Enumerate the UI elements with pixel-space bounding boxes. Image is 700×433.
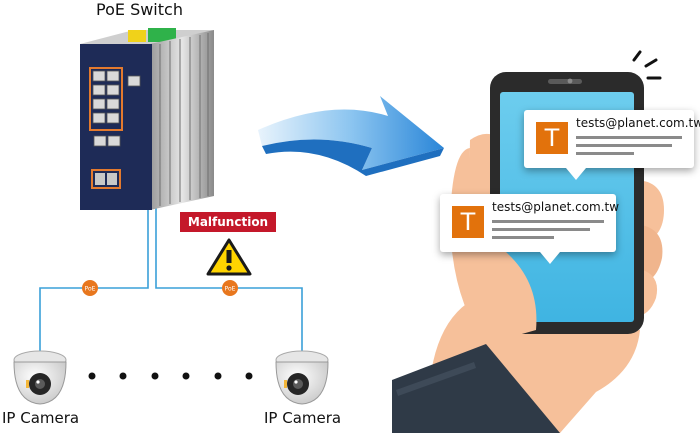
message-line xyxy=(576,152,634,155)
rj45-ports xyxy=(92,70,141,147)
poe-badge-text: PoE xyxy=(85,286,96,293)
bubble-tail xyxy=(540,252,560,264)
email-notification-bottom: T tests@planet.com.tw xyxy=(440,194,620,264)
poe-badge-left: PoE xyxy=(82,280,98,296)
warning-icon xyxy=(206,238,252,276)
ring-indicator xyxy=(632,50,662,80)
switch-top xyxy=(80,30,214,44)
avatar-tile: T xyxy=(452,206,484,238)
terminal-green xyxy=(148,28,176,42)
camera-label-right: IP Camera xyxy=(264,409,342,427)
ellipsis-dots xyxy=(88,372,253,380)
malfunction-label: Malfunction xyxy=(180,212,276,232)
sfp-port-group xyxy=(91,169,121,189)
diagram-title: PoE Switch xyxy=(96,0,183,19)
curved-arrow xyxy=(258,96,444,176)
message-line xyxy=(492,220,604,223)
terminal-yellow xyxy=(128,30,146,42)
message-line xyxy=(576,144,672,147)
poe-badge-text: PoE xyxy=(225,286,236,293)
message-line xyxy=(576,136,682,139)
email-notification-top: T tests@planet.com.tw xyxy=(524,110,700,180)
sfp-port xyxy=(107,173,117,185)
bubble-tail xyxy=(566,168,586,180)
message-line xyxy=(492,236,554,239)
sleeve xyxy=(392,344,560,433)
sfp-port xyxy=(95,173,105,185)
notification-email: tests@planet.com.tw xyxy=(576,116,700,130)
camera-label-left: IP Camera xyxy=(2,409,80,427)
avatar-tile: T xyxy=(536,122,568,154)
ip-camera-right xyxy=(275,350,329,405)
ip-camera-left xyxy=(13,350,67,405)
poe-port-group xyxy=(89,67,123,131)
switch-heatsink xyxy=(150,30,214,210)
heatsink-fins xyxy=(159,33,209,206)
switch-device xyxy=(80,28,214,210)
link-left xyxy=(39,208,149,352)
notification-email: tests@planet.com.tw xyxy=(492,200,620,214)
poe-badge-right: PoE xyxy=(222,280,238,296)
message-line xyxy=(492,228,590,231)
